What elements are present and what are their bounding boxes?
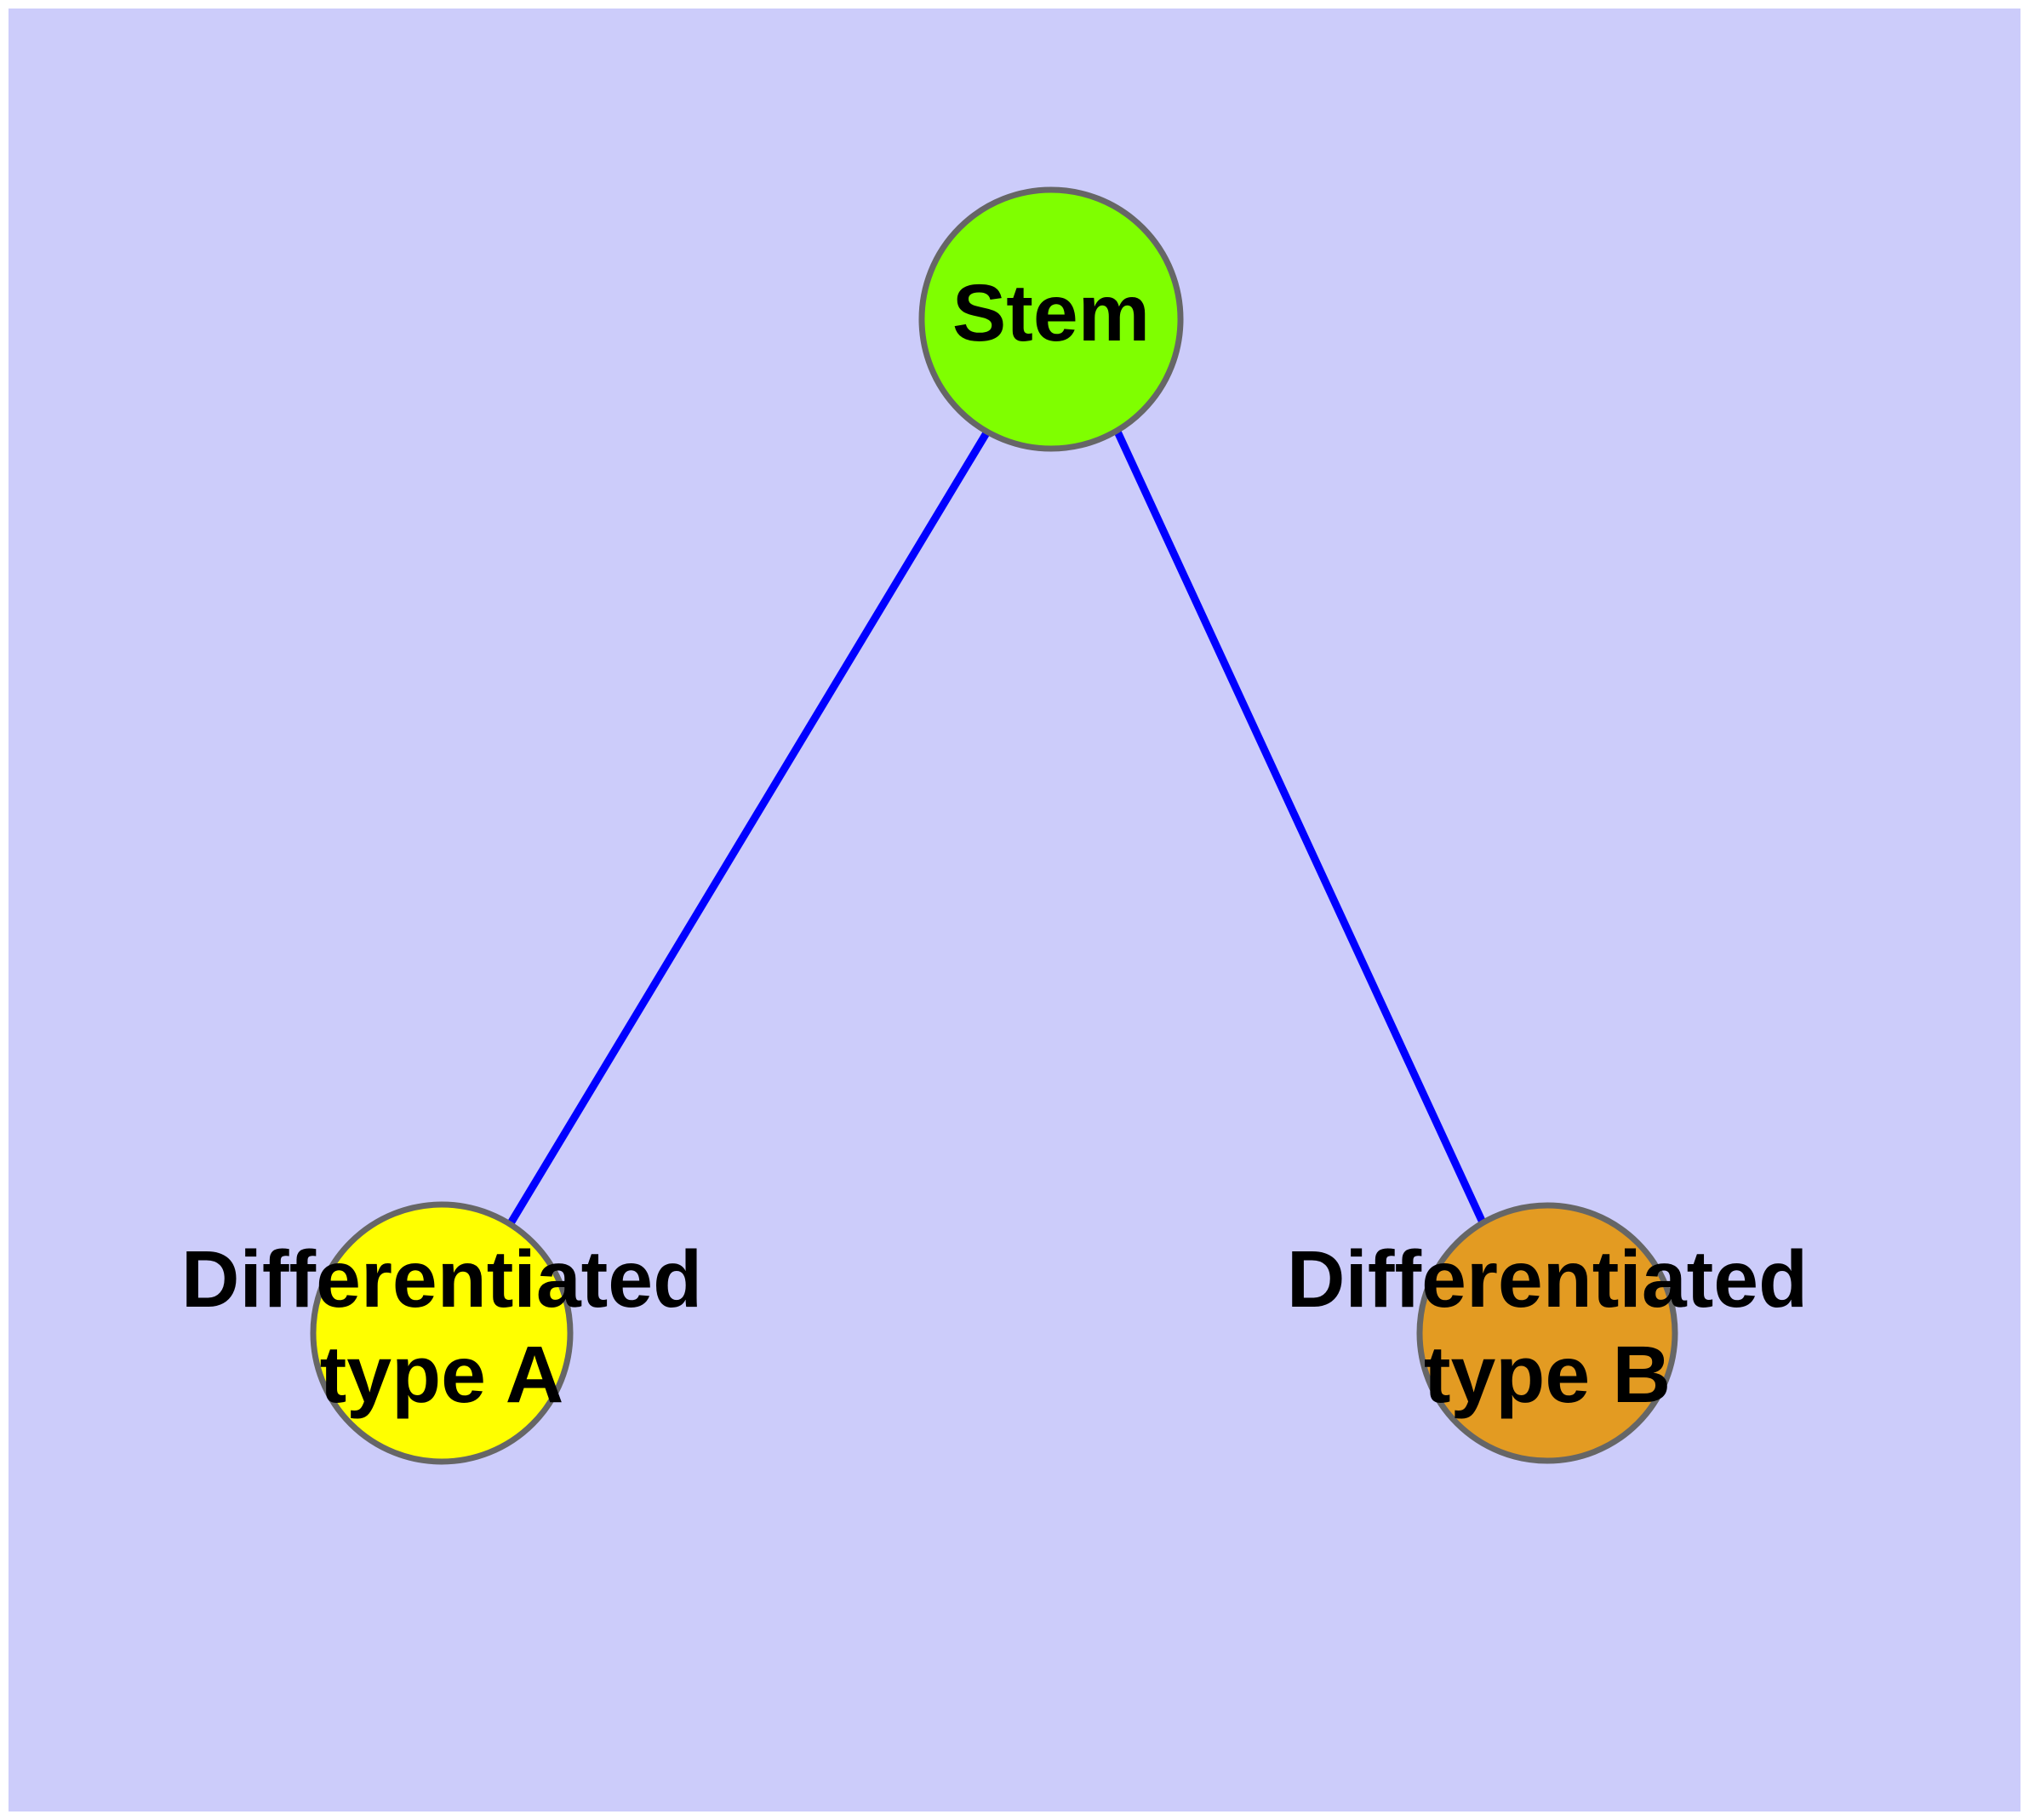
node-layer: [310, 186, 1678, 1465]
node-differentiated-type-a-circle[interactable]: [310, 1201, 574, 1465]
edge-stem-to-differentiated-type-a[interactable]: [507, 429, 991, 1226]
node-differentiated-type-a[interactable]: [310, 1201, 574, 1465]
node-stem[interactable]: [918, 186, 1184, 452]
edge-stem-to-differentiated-type-b[interactable]: [1113, 430, 1487, 1224]
node-differentiated-type-b[interactable]: [1416, 1202, 1678, 1464]
edge-layer: [507, 429, 1487, 1226]
node-stem-circle[interactable]: [918, 186, 1184, 452]
node-differentiated-type-b-circle[interactable]: [1416, 1202, 1678, 1464]
node-stem-label: Stem: [952, 268, 1150, 358]
